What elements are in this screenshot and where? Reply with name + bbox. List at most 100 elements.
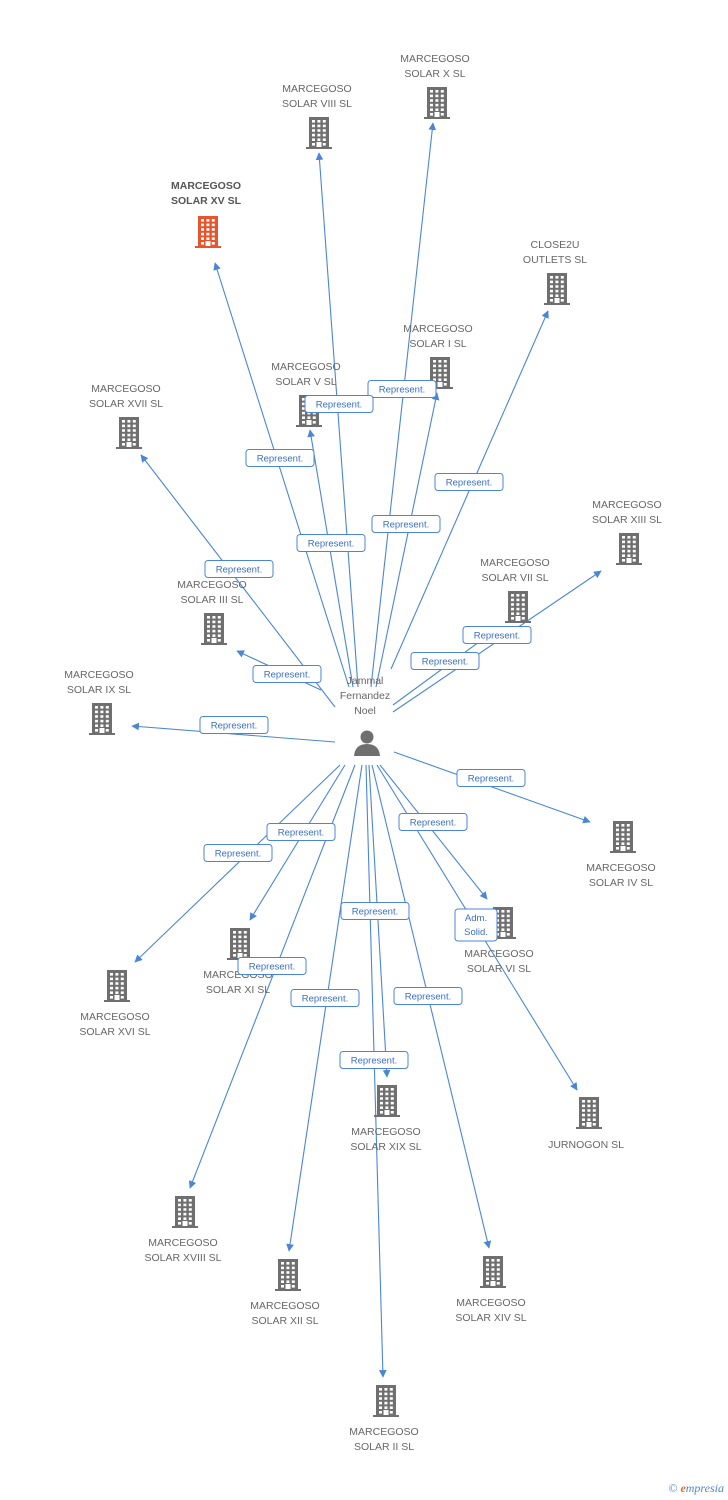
relation-label-xix[interactable]: Represent. — [340, 902, 410, 920]
relation-label-iii[interactable]: Represent. — [252, 665, 322, 683]
company-name-line: MARCEGOSO — [91, 383, 160, 395]
building-icon — [610, 821, 636, 853]
relation-label-ix[interactable]: Represent. — [199, 716, 269, 734]
relation-label-text: Represent. — [278, 828, 324, 839]
company-name-line: SOLAR IV SL — [589, 877, 653, 889]
relation-label-x[interactable]: Represent. — [367, 380, 437, 398]
company-node-iv[interactable]: MARCEGOSO SOLAR IV SL — [586, 821, 656, 889]
relation-label-box — [456, 769, 526, 787]
building-icon — [424, 87, 450, 119]
relation-label-box — [203, 844, 273, 862]
company-name-line: SOLAR IX SL — [67, 684, 131, 696]
relation-label-box — [398, 813, 468, 831]
building-icon — [172, 1196, 198, 1228]
company-node-close2u[interactable]: CLOSE2U OUTLETS SL — [523, 239, 587, 305]
company-name-line: SOLAR X SL — [404, 68, 465, 80]
relation-label-box — [304, 395, 374, 413]
brand-initial: e — [680, 1481, 686, 1495]
relation-label-text: Represent. — [249, 962, 295, 973]
company-name-line: MARCEGOSO — [586, 862, 655, 874]
building-icon — [544, 273, 570, 305]
edge-viii — [315, 152, 359, 688]
company-name-line: MARCEGOSO — [282, 83, 351, 95]
relation-label-text: Represent. — [410, 818, 456, 829]
company-name-line: SOLAR XVII SL — [89, 398, 163, 410]
company-name-line: MARCEGOSO — [351, 1126, 420, 1138]
building-icon — [480, 1256, 506, 1288]
relation-label-xii[interactable]: Represent. — [290, 989, 360, 1007]
relation-label-xiv[interactable]: Represent. — [393, 987, 463, 1005]
relation-label-ii[interactable]: Represent. — [339, 1051, 409, 1069]
edge-xiv — [371, 764, 492, 1249]
company-name-line: SOLAR III SL — [180, 594, 243, 606]
relation-label-jurnogon[interactable]: Adm. Solid. — [454, 908, 498, 942]
relation-label-text: Represent. — [352, 907, 398, 918]
company-name: MARCEGOSO SOLAR IV SL — [586, 862, 655, 889]
relation-label-xviii[interactable]: Represent. — [237, 957, 307, 975]
company-name-line: SOLAR V SL — [275, 376, 336, 388]
company-node-ii[interactable]: MARCEGOSO SOLAR II SL — [349, 1385, 419, 1453]
edge-v — [307, 429, 354, 688]
relation-label-text: Represent. — [379, 385, 425, 396]
company-node-xvii[interactable]: MARCEGOSO SOLAR XVII SL — [89, 383, 163, 449]
edge-xi — [249, 764, 346, 921]
relation-label-v[interactable]: Represent. — [296, 534, 366, 552]
company-name-line: SOLAR II SL — [354, 1441, 414, 1453]
company-name-line: MARCEGOSO — [349, 1426, 418, 1438]
relation-label-iv[interactable]: Represent. — [456, 769, 526, 787]
company-name-line: MARCEGOSO — [80, 1011, 149, 1023]
relation-label-box — [252, 665, 322, 683]
company-name-line: OUTLETS SL — [523, 254, 587, 266]
relation-label-text: Solid. — [464, 927, 488, 938]
relation-label-close2u[interactable]: Represent. — [434, 473, 504, 491]
relation-label-text: Represent. — [308, 539, 354, 550]
relation-labels-layer: Represent. Represent. Represent. Represent.… — [199, 380, 532, 1069]
relation-label-i[interactable]: Represent. — [371, 515, 441, 533]
company-name-line: SOLAR VI SL — [467, 963, 531, 975]
relation-label-xiii[interactable]: Represent. — [462, 626, 532, 644]
company-name-line: SOLAR VII SL — [481, 572, 548, 584]
building-icon — [490, 907, 516, 939]
relation-label-xvii[interactable]: Represent. — [204, 560, 274, 578]
company-node-jurnogon[interactable]: JURNOGON SL — [548, 1097, 624, 1151]
relation-label-box — [393, 987, 463, 1005]
relation-label-xvi[interactable]: Represent. — [203, 844, 273, 862]
relation-label-vii[interactable]: Represent. — [410, 652, 480, 670]
relation-label-box — [199, 716, 269, 734]
company-name: MARCEGOSO SOLAR II SL — [349, 1426, 418, 1453]
copyright-symbol: © — [668, 1481, 678, 1495]
relation-label-text: Represent. — [383, 520, 429, 531]
relation-label-text: Adm. — [465, 913, 487, 924]
person-name-line: Jammal — [347, 675, 384, 687]
relation-label-vi[interactable]: Represent. — [398, 813, 468, 831]
relation-label-xi[interactable]: Represent. — [266, 823, 336, 841]
relation-label-viii[interactable]: Represent. — [304, 395, 374, 413]
relation-label-text: Represent. — [215, 849, 261, 860]
company-name-line: CLOSE2U — [530, 239, 579, 251]
relation-label-xv[interactable]: Represent. — [245, 449, 315, 467]
building-icon — [373, 1385, 399, 1417]
company-name-line: SOLAR I SL — [409, 338, 466, 350]
